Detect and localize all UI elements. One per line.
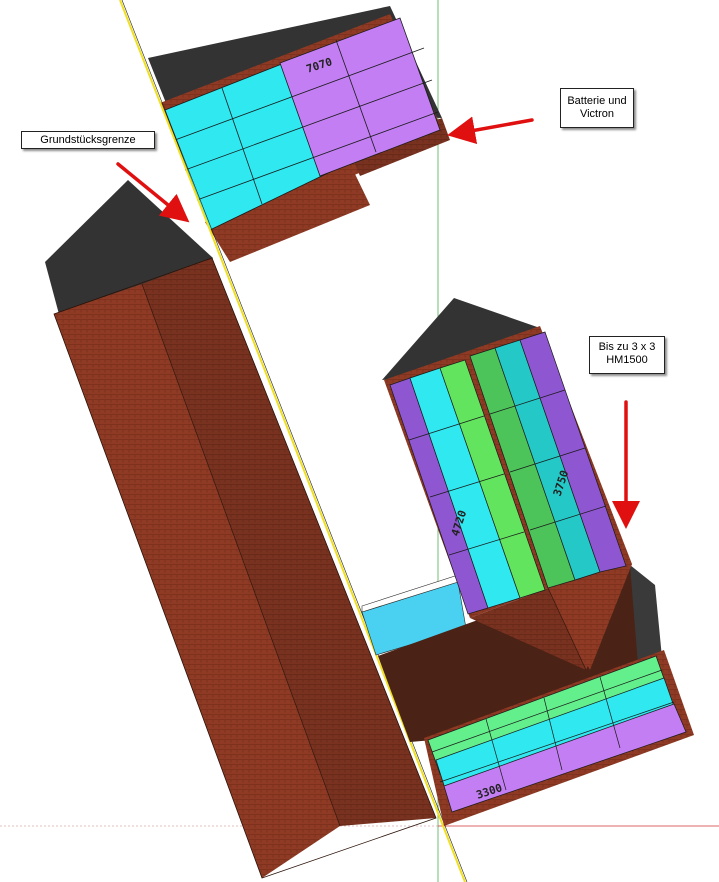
main-roof-ridge [141, 283, 341, 827]
top-panel-grid [174, 39, 439, 205]
east-gable-left [470, 588, 586, 670]
callout-battery-victron: Batterie und Victron [560, 88, 634, 128]
east-left-green [439, 359, 546, 599]
east-building-shadow [382, 298, 540, 380]
east-gable-ridge [547, 587, 587, 671]
east-right-grid [489, 389, 607, 531]
east-gable-right [548, 564, 632, 670]
panel-group-violet [279, 17, 441, 177]
arrow-boundary-icon [116, 162, 190, 223]
main-roof-outline [53, 257, 437, 879]
main-building [45, 180, 437, 879]
arrow-battery-icon [447, 116, 534, 145]
callout-property-boundary: Grundstücksgrenze [21, 131, 155, 149]
south-panel-grid [431, 669, 675, 791]
main-roof-east [142, 258, 436, 826]
red-arrow-icon [116, 116, 640, 529]
top-building: 7070 [148, 6, 450, 262]
east-left-grid [408, 415, 525, 556]
callout-hm1500: Bis zu 3 x 3 HM1500 [589, 336, 665, 374]
top-roof-extension [205, 174, 370, 262]
east-building: 4720 3750 [382, 298, 668, 720]
main-roof-west [54, 284, 340, 878]
south-building: 3300 [424, 650, 694, 826]
